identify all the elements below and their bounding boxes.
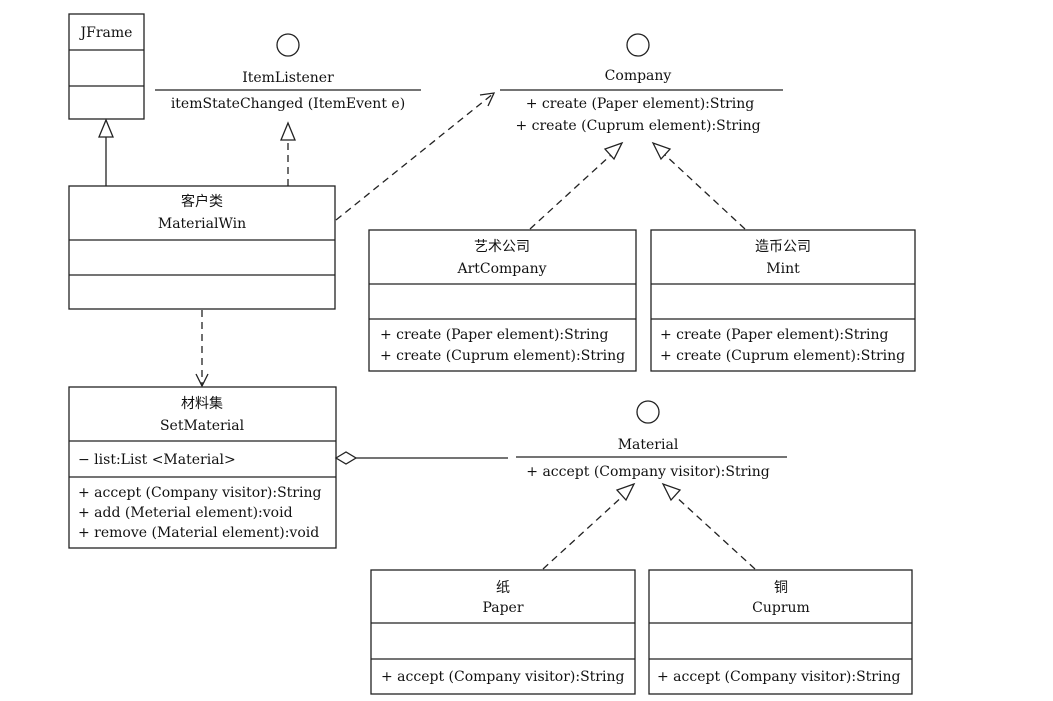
hollow-triangle-arrowhead xyxy=(280,121,296,141)
class-cn-name-materialwin: 客户类 xyxy=(181,193,223,210)
class-method: + add (Meterial element):void xyxy=(78,505,293,521)
open-arrowhead xyxy=(195,373,209,388)
realization-materialwin-itemlistener xyxy=(280,121,296,186)
class-name-jframe: JFrame xyxy=(79,25,133,41)
class-cn-name-setmaterial: 材料集 xyxy=(181,395,223,412)
class-name-cuprum: Cuprum xyxy=(752,600,810,616)
class-method: + create (Cuprum element):String xyxy=(660,348,905,364)
hollow-triangle-arrowhead xyxy=(615,482,636,502)
interface-method: + create (Cuprum element):String xyxy=(515,118,760,134)
class-mint: 造币公司 Mint + create (Paper element):Strin… xyxy=(650,229,916,372)
interface-name-company: Company xyxy=(605,68,672,84)
open-arrowhead xyxy=(479,92,496,107)
class-method: + create (Cuprum element):String xyxy=(380,348,625,364)
class-method: + accept (Company visitor):String xyxy=(78,485,321,501)
interface-lollipop-icon xyxy=(636,400,660,424)
interface-name-material: Material xyxy=(618,437,679,453)
realization-artcompany-company xyxy=(529,141,624,230)
interface-name-itemlistener: ItemListener xyxy=(242,70,334,86)
hollow-triangle-arrowhead xyxy=(603,141,624,161)
interface-lollipop-icon xyxy=(276,33,300,57)
interface-company: Company + create (Paper element):String … xyxy=(500,33,783,134)
class-name-setmaterial: SetMaterial xyxy=(160,418,245,434)
class-materialwin: 客户类 MaterialWin xyxy=(68,185,336,310)
class-method: + create (Paper element):String xyxy=(380,327,609,343)
class-attribute: − list:List <Material> xyxy=(78,452,236,468)
class-cn-name-mint: 造币公司 xyxy=(755,239,811,255)
class-artcompany: 艺术公司 ArtCompany + create (Paper element)… xyxy=(368,229,637,372)
dependency-materialwin-setmaterial xyxy=(195,310,209,388)
interface-itemlistener: ItemListener itemStateChanged (ItemEvent… xyxy=(155,33,421,112)
hollow-triangle-arrowhead xyxy=(661,482,682,502)
realization-cuprum-material xyxy=(661,482,756,570)
class-method: + accept (Company visitor):String xyxy=(381,669,624,685)
realization-paper-material xyxy=(542,482,636,570)
realization-mint-company xyxy=(651,141,746,230)
class-jframe: JFrame xyxy=(68,13,145,120)
class-paper: 纸 Paper + accept (Company visitor):Strin… xyxy=(370,569,636,695)
class-cn-name-artcompany: 艺术公司 xyxy=(474,239,530,255)
class-method: + create (Paper element):String xyxy=(660,327,889,343)
class-cuprum: 铜 Cuprum + accept (Company visitor):Stri… xyxy=(648,569,913,695)
class-cn-name-paper: 纸 xyxy=(496,580,510,596)
hollow-triangle-arrowhead xyxy=(98,118,114,138)
class-name-mint: Mint xyxy=(766,261,800,277)
aggregation-diamond xyxy=(334,451,358,465)
class-name-paper: Paper xyxy=(482,600,523,616)
aggregation-setmaterial-material xyxy=(334,451,508,465)
interface-method: itemStateChanged (ItemEvent e) xyxy=(171,96,405,112)
interface-method: + accept (Company visitor):String xyxy=(526,464,769,480)
class-name-materialwin: MaterialWin xyxy=(158,216,246,232)
interface-lollipop-icon xyxy=(626,33,650,57)
interface-method: + create (Paper element):String xyxy=(526,96,755,112)
generalization-materialwin-jframe xyxy=(98,118,114,186)
interface-material: Material + accept (Company visitor):Stri… xyxy=(516,400,787,480)
class-setmaterial: 材料集 SetMaterial − list:List <Material> +… xyxy=(68,386,337,549)
class-name-artcompany: ArtCompany xyxy=(456,261,546,277)
class-method: + accept (Company visitor):String xyxy=(657,669,900,685)
dependency-materialwin-company xyxy=(335,92,496,221)
class-cn-name-cuprum: 铜 xyxy=(774,580,788,596)
hollow-triangle-arrowhead xyxy=(651,141,672,161)
class-method: + remove (Material element):void xyxy=(78,525,319,541)
